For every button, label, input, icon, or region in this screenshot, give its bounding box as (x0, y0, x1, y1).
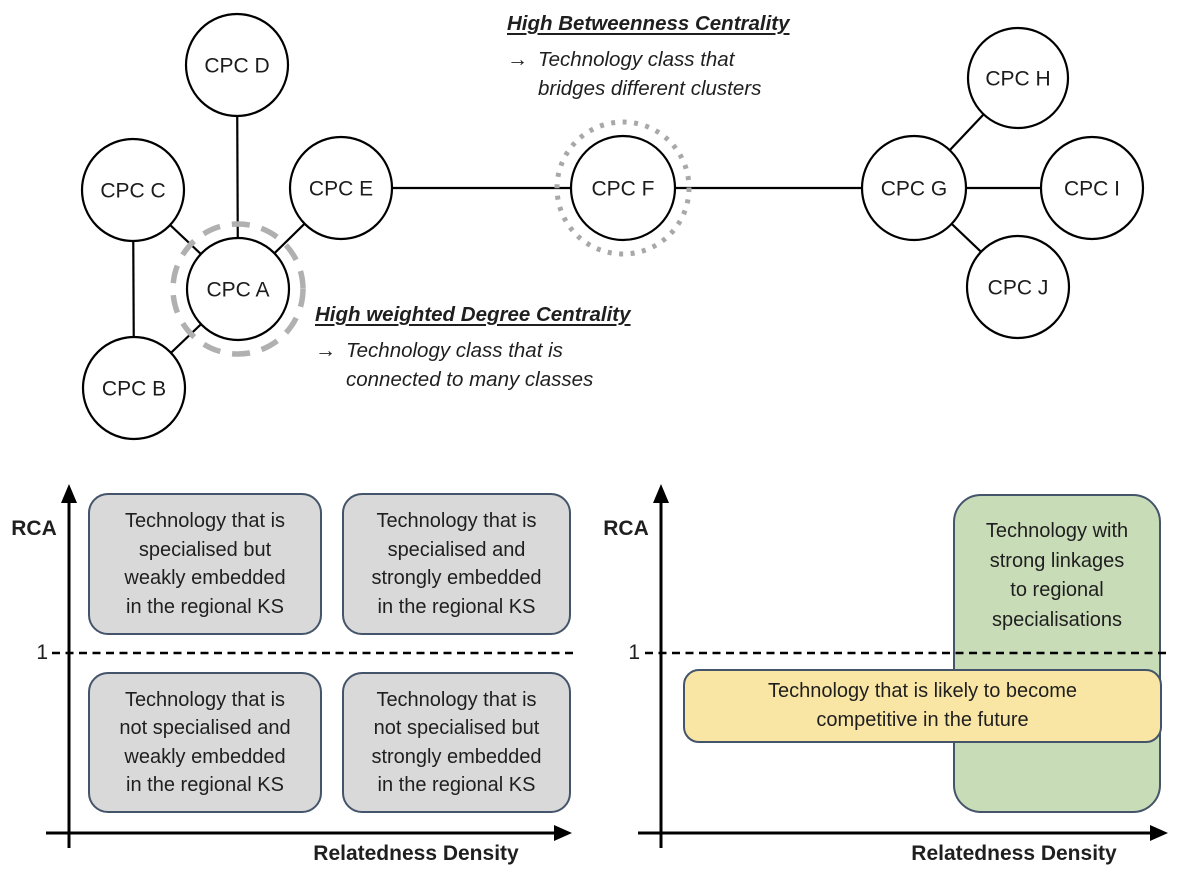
quadrant-text-line: weakly embedded (124, 745, 286, 768)
quadrant-text-line: not specialised but (373, 717, 540, 739)
quadrant-text-line: strongly embedded (371, 745, 542, 768)
right-y-tick-1: 1 (628, 641, 640, 664)
quadrant-box-bottom-right: Technology that is not specialised but s… (342, 672, 571, 813)
node-label-cpc-c: CPC C (100, 179, 165, 202)
quadrant-text-line: specialised but (138, 538, 272, 561)
quadrant-text-line: Technology that is (376, 510, 537, 532)
node-circle-cpc-b (81, 335, 187, 441)
node-circle-cpc-f (569, 134, 677, 242)
green-box-text-line: strong linkages (989, 549, 1125, 572)
quadrant-text-line: Technology that is (124, 688, 286, 711)
quadrant-box-top-right: Technology that is specialised and stron… (342, 493, 571, 635)
node-cpc-f: CPC F (569, 134, 677, 242)
node-label-cpc-h: CPC H (985, 67, 1050, 90)
betweenness-highlight-ring (554, 119, 692, 257)
node-circle-cpc-h (966, 26, 1070, 130)
left-y-axis-arrow-icon (61, 484, 77, 503)
betweenness-line-2: bridges different clusters (538, 77, 762, 100)
node-cpc-j: CPC J (965, 234, 1071, 340)
degree-line-1: Technology class that is (346, 339, 563, 362)
node-circle-cpc-j (965, 234, 1071, 340)
node-cpc-e: CPC E (288, 135, 394, 241)
green-strong-linkages-box: Technology with strong linkages to regio… (953, 494, 1161, 813)
node-label-cpc-g: CPC G (881, 177, 948, 200)
quadrant-text-line: in the regional KS (377, 595, 536, 618)
yellow-future-competitive-box: Technology that is likely to become comp… (683, 669, 1162, 743)
left-y-axis-label: RCA (11, 517, 57, 540)
quadrant-text-line: not specialised and (119, 717, 291, 739)
quadrant-box-top-left: Technology that is specialised but weakl… (88, 493, 322, 635)
quadrant-text-line: in the regional KS (377, 774, 536, 796)
degree-title: High weighted Degree Centrality (315, 303, 631, 326)
right-y-axis-label: RCA (603, 517, 649, 540)
node-circle-cpc-e (288, 135, 394, 241)
betweenness-line-1: Technology class that (538, 48, 735, 71)
node-cpc-d: CPC D (184, 12, 290, 118)
right-y-axis-arrow-icon (653, 484, 669, 503)
green-box-text-line: Technology with (985, 520, 1129, 542)
quadrant-text-line: strongly embedded (371, 567, 542, 589)
right-x-axis-arrow-icon (1150, 825, 1168, 841)
node-label-cpc-i: CPC I (1064, 177, 1120, 200)
quadrant-text-line: Technology that is (376, 688, 537, 711)
left-x-axis-label: Relatedness Density (313, 842, 519, 865)
node-label-cpc-b: CPC B (102, 377, 166, 400)
node-cpc-b: CPC B (81, 335, 187, 441)
degree-highlight-ring (170, 221, 306, 357)
right-x-axis-label: Relatedness Density (911, 842, 1117, 865)
node-label-cpc-j: CPC J (988, 276, 1049, 299)
node-circle-cpc-i (1039, 135, 1145, 241)
quadrant-text-line: Technology that is (124, 510, 286, 532)
quadrant-text-line: in the regional KS (126, 774, 284, 796)
node-circle-cpc-a (185, 236, 291, 342)
yellow-box-text-line: competitive in the future (816, 709, 1029, 731)
node-cpc-a: CPC A (185, 236, 291, 342)
green-box-text-line: specialisations (991, 608, 1123, 631)
right-arrow-icon: → (507, 48, 528, 71)
node-circle-cpc-d (184, 12, 290, 118)
left-y-tick-1: 1 (36, 641, 48, 664)
node-cpc-g: CPC G (860, 134, 968, 242)
quadrant-box-bottom-left: Technology that is not specialised and w… (88, 672, 322, 813)
node-label-cpc-f: CPC F (592, 177, 655, 200)
node-cpc-i: CPC I (1039, 135, 1145, 241)
node-circle-cpc-g (860, 134, 968, 242)
node-cpc-h: CPC H (966, 26, 1070, 130)
node-label-cpc-e: CPC E (309, 177, 373, 200)
node-label-cpc-a: CPC A (206, 278, 269, 301)
node-label-cpc-d: CPC D (204, 54, 269, 77)
quadrant-text-line: weakly embedded (124, 567, 286, 589)
degree-line-2: connected to many classes (346, 368, 594, 391)
degree-annotation: High weighted Degree Centrality → Techno… (315, 303, 631, 394)
betweenness-title: High Betweenness Centrality (507, 12, 790, 35)
node-cpc-c: CPC C (80, 137, 186, 243)
green-box-text-line: to regional (1010, 579, 1104, 601)
left-x-axis-arrow-icon (554, 825, 572, 841)
quadrant-text-line: specialised and (387, 538, 526, 561)
quadrant-text-line: in the regional KS (126, 595, 284, 618)
node-circle-cpc-c (80, 137, 186, 243)
yellow-box-text-line: Technology that is likely to become (767, 680, 1078, 702)
right-arrow-icon: → (315, 339, 336, 362)
network-diagram: CPC A CPC B CPC C CPC D CPC E CPC F CPC … (80, 12, 1145, 441)
betweenness-annotation: High Betweenness Centrality → Technology… (507, 12, 790, 103)
